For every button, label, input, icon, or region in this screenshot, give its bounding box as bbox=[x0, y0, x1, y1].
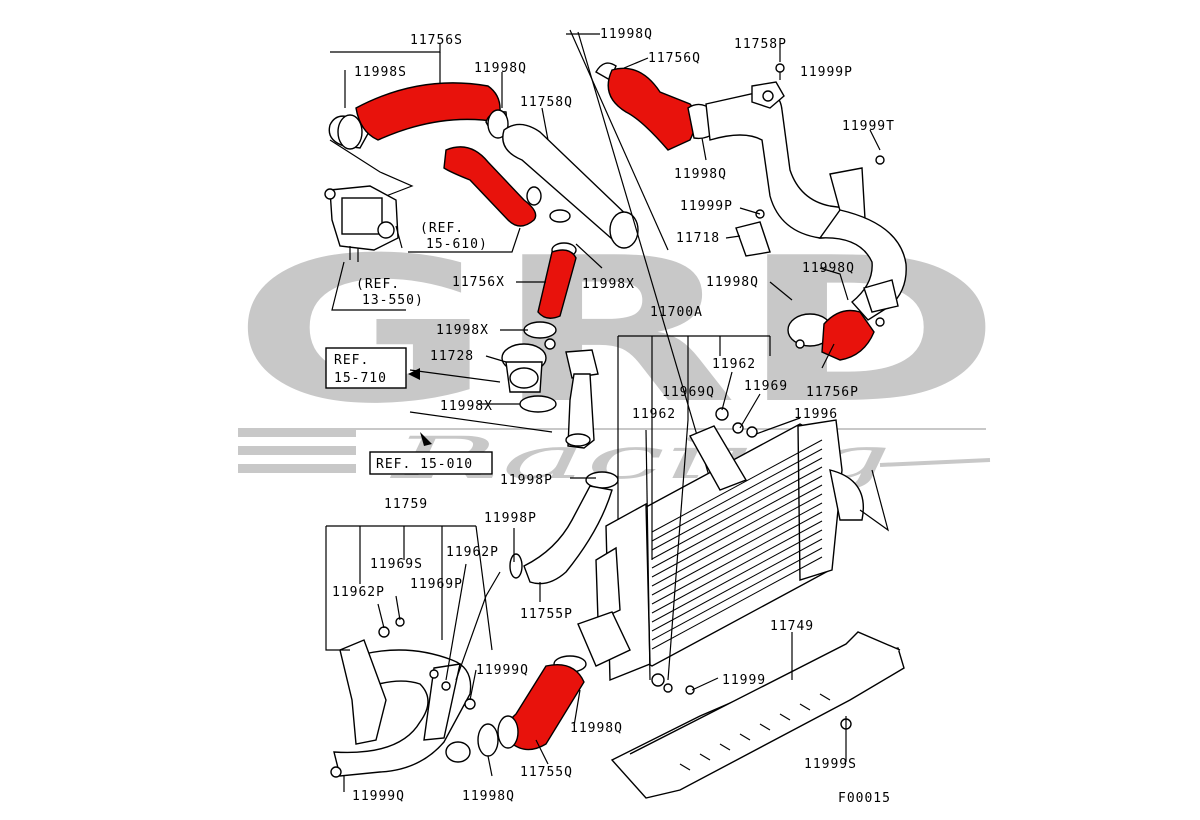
label-11999S: 11999S bbox=[804, 757, 857, 772]
label-11756P: 11756P bbox=[806, 385, 859, 400]
intercooler-fin bbox=[651, 502, 823, 596]
label-11755P: 11755P bbox=[520, 607, 573, 622]
intercooler-fin bbox=[651, 556, 823, 650]
tube-right bbox=[787, 209, 907, 361]
hose-11756Q bbox=[607, 67, 697, 151]
intercooler-fin bbox=[651, 538, 823, 632]
ref-boxes: REF. 15-710 REF. 15-010 (REF. 15-610) (R… bbox=[325, 221, 493, 475]
label-11755Q: 11755Q bbox=[520, 765, 573, 780]
ref-13-550-line2: 13-550) bbox=[362, 293, 424, 308]
intercooler-fins bbox=[651, 439, 823, 650]
label-11998X-a: 11998X bbox=[582, 277, 635, 292]
label-11962-a: 11962 bbox=[712, 357, 756, 372]
label-11996: 11996 bbox=[794, 407, 838, 422]
hose-11755P bbox=[523, 485, 613, 585]
label-11999Q-b: 11999Q bbox=[352, 789, 405, 804]
label-11718: 11718 bbox=[676, 231, 720, 246]
ref-15-610-line2: 15-610) bbox=[426, 237, 488, 252]
hose-11756S bbox=[355, 82, 501, 141]
center-hoses bbox=[501, 209, 619, 585]
hose-11756X bbox=[537, 249, 577, 319]
label-11700A: 11700A bbox=[650, 305, 703, 320]
part-labels: 11756S 11998S 11998Q 11758Q 11998Q 11756… bbox=[332, 27, 895, 806]
intercooler-core bbox=[577, 407, 864, 695]
label-11759: 11759 bbox=[384, 497, 428, 512]
hose-small-red bbox=[443, 146, 537, 227]
label-11969Q: 11969Q bbox=[662, 385, 715, 400]
label-11969S: 11969S bbox=[370, 557, 423, 572]
ref-15-010: REF. 15-010 bbox=[376, 457, 473, 472]
label-11969: 11969 bbox=[744, 379, 788, 394]
label-11962P-a: 11962P bbox=[446, 545, 499, 560]
label-11962-b: 11962 bbox=[632, 407, 676, 422]
ref-13-550-line1: (REF. bbox=[356, 277, 400, 292]
label-11999Q-a: 11999Q bbox=[476, 663, 529, 678]
label-11756S: 11756S bbox=[410, 33, 463, 48]
intercooler-fin bbox=[651, 466, 823, 560]
label-11998S: 11998S bbox=[354, 65, 407, 80]
intercooler-fin bbox=[651, 529, 823, 623]
label-11758Q: 11758Q bbox=[520, 95, 573, 110]
label-11758P: 11758P bbox=[734, 37, 787, 52]
label-11728: 11728 bbox=[430, 349, 474, 364]
label-11998Q-c: 11998Q bbox=[462, 789, 515, 804]
label-11998Q-a: 11998Q bbox=[474, 61, 527, 76]
label-11999T: 11999T bbox=[842, 119, 895, 134]
label-11998Q-mid: 11998Q bbox=[674, 167, 727, 182]
ref-15-710-line2: 15-710 bbox=[334, 371, 387, 386]
intercooler-fin bbox=[651, 493, 823, 587]
pipe-lower-left bbox=[330, 617, 476, 778]
hose-11756P bbox=[821, 309, 875, 361]
label-11999P-top: 11999P bbox=[800, 65, 853, 80]
figure-code: F00015 bbox=[838, 791, 891, 806]
label-11969P: 11969P bbox=[410, 577, 463, 592]
intercooler-fin bbox=[651, 484, 823, 578]
throttle-body bbox=[324, 185, 403, 262]
hose-11756S-group bbox=[328, 82, 639, 249]
label-11998Q-top: 11998Q bbox=[600, 27, 653, 42]
label-11962P-b: 11962P bbox=[332, 585, 385, 600]
label-11999: 11999 bbox=[722, 673, 766, 688]
intercooler-fin bbox=[651, 547, 823, 641]
ref-15-710-line1: REF. bbox=[334, 353, 369, 368]
label-11998X-b: 11998X bbox=[436, 323, 489, 338]
intercooler-fin bbox=[651, 457, 823, 551]
ref-15-610-line1: (REF. bbox=[420, 221, 464, 236]
heat-shield-11749 bbox=[610, 631, 905, 799]
label-11998Q-b: 11998Q bbox=[570, 721, 623, 736]
leader-lines bbox=[325, 48, 890, 792]
label-11998X-c: 11998X bbox=[440, 399, 493, 414]
label-11998Q-r1: 11998Q bbox=[802, 261, 855, 276]
hose-11755Q-group bbox=[477, 655, 587, 757]
label-11756Q: 11756Q bbox=[648, 51, 701, 66]
label-11999P: 11999P bbox=[680, 199, 733, 214]
intercooler-fin bbox=[651, 475, 823, 569]
label-11998Q-r2: 11998Q bbox=[706, 275, 759, 290]
label-11998P-a: 11998P bbox=[500, 473, 553, 488]
intercooler-fin bbox=[651, 511, 823, 605]
label-11756X: 11756X bbox=[452, 275, 505, 290]
label-11998P-b: 11998P bbox=[484, 511, 537, 526]
label-11749: 11749 bbox=[770, 619, 814, 634]
intercooler-fin bbox=[651, 520, 823, 614]
